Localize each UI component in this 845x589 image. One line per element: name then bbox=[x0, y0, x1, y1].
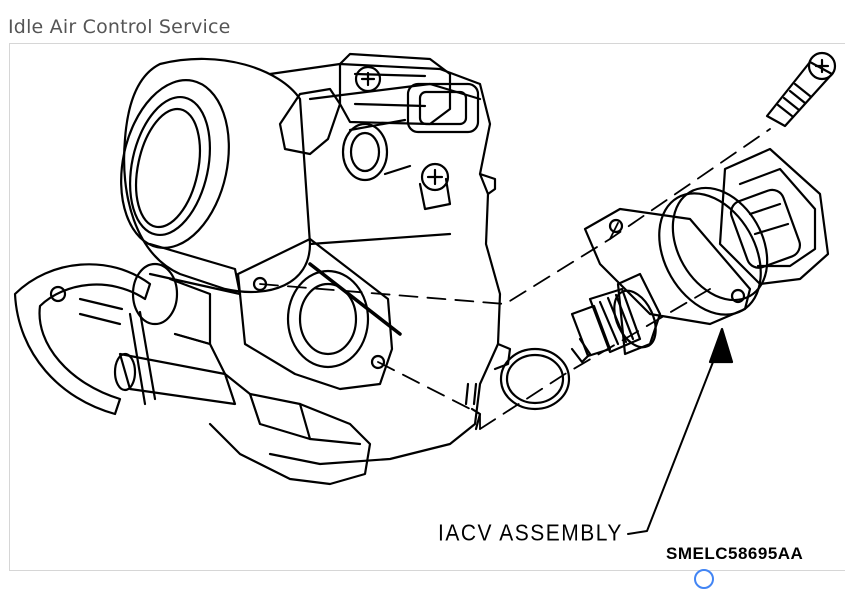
diagram-frame: IACV ASSEMBLY SMELC58695AA bbox=[9, 43, 845, 571]
iacv-assembly bbox=[570, 147, 830, 364]
throttle-body bbox=[13, 52, 512, 486]
throttle-body-diagram bbox=[13, 51, 837, 535]
iacv-assembly-label: IACV ASSEMBLY bbox=[438, 520, 623, 547]
loading-spinner-icon bbox=[694, 569, 714, 589]
screw bbox=[765, 51, 837, 128]
figure-reference-code: SMELC58695AA bbox=[666, 544, 804, 563]
assembly-guide-lines bbox=[259, 128, 771, 430]
callout-leader bbox=[627, 327, 734, 535]
o-ring bbox=[499, 347, 571, 411]
page-title: Idle Air Control Service bbox=[8, 16, 231, 38]
